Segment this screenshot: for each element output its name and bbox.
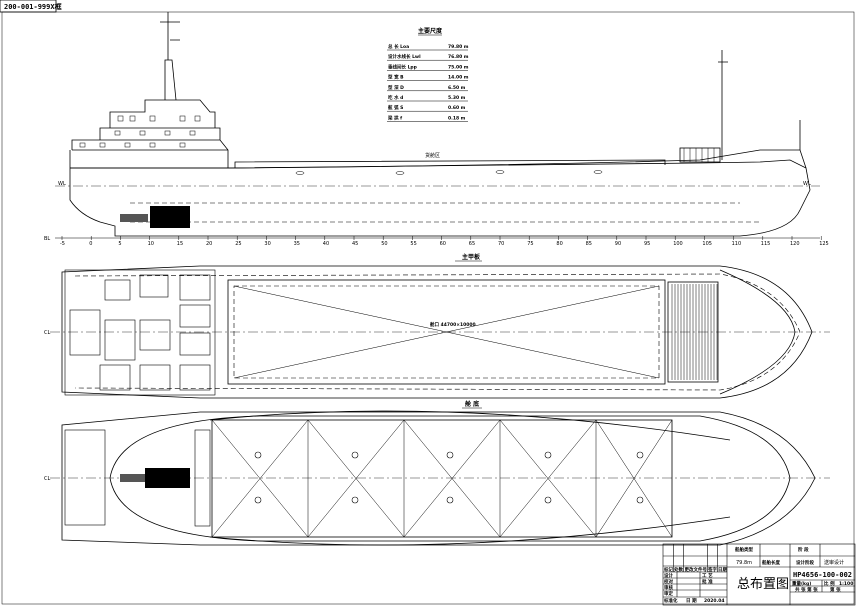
date-label: 日 期 (686, 597, 697, 604)
frame-number: 0 (89, 241, 92, 247)
particular-value: 0.60 m (448, 105, 466, 111)
main-deck-title: 主甲板 (462, 253, 481, 261)
main-engine (150, 206, 190, 228)
frame-number: 95 (644, 241, 650, 247)
row-approval: 审定 (664, 590, 673, 597)
hull-profile (69, 150, 811, 237)
particular-name: 总 长 Loa (388, 43, 409, 50)
frame-scale: -5 0 5 10 15 20 25 30 35 40 45 50 55 60 65 70 75 80 85 90 95… (60, 236, 829, 247)
frame-number: 50 (381, 241, 387, 247)
title-block (662, 543, 856, 606)
date-value: 2020.04 (704, 598, 725, 604)
weight-label: 重量(kg) (792, 580, 811, 587)
main-deck-plan: 主甲板 CL 舱口 44700×10000 (44, 253, 830, 399)
frame-number: 25 (235, 241, 241, 247)
particular-name: 型 深 D (388, 84, 404, 91)
drawing-title: 总布置图 (737, 577, 789, 592)
frame-number: 10 (148, 241, 154, 247)
frame-number: 45 (352, 241, 358, 247)
particular-name: 梁 拱 f (387, 114, 402, 121)
frame-number: 115 (761, 241, 771, 247)
particular-value: 14.00 m (448, 75, 469, 81)
particular-value: 5.30 m (448, 95, 466, 101)
sheet-number: 第 张 (830, 586, 841, 593)
sheet-label-box (0, 0, 57, 13)
row-standard: 标准化 (663, 597, 678, 604)
particular-value: 6.50 m (448, 85, 466, 91)
cl-label-deck: CL (44, 330, 50, 336)
frame-number: 90 (615, 241, 621, 247)
stage-label: 阶 段 (798, 546, 809, 553)
col-signature: 签字 (707, 566, 717, 573)
frame-number: 70 (498, 241, 504, 247)
principal-particulars-table: 主要尺度 总 长 Loa 79.80 m 设计水线长 Lwl 76.80 m 垂线间长 … (387, 27, 469, 122)
sheet-border (1, 11, 855, 605)
design-stage-label: 设计阶段 (796, 559, 814, 566)
hatch-label-deck: 舱口 44700×10000 (430, 321, 476, 328)
col-mark: 标记 (663, 566, 673, 573)
particular-name: 垂线间长 Lpp (388, 63, 418, 70)
frame-number: 60 (440, 241, 446, 247)
col-count: 处数 (673, 566, 683, 573)
wl-label: WL (58, 181, 66, 187)
frame-number: 20 (206, 241, 212, 247)
frame-number: 30 (264, 241, 270, 247)
frame-number: 5 (118, 241, 121, 247)
frame-number: 120 (790, 241, 800, 247)
frame-number: 55 (410, 241, 416, 247)
row-check: 校对 (664, 578, 673, 585)
frame-number: 15 (177, 241, 183, 247)
frame-number: 75 (527, 241, 533, 247)
superstructure-profile (71, 99, 229, 168)
frame-number: -5 (60, 241, 65, 247)
ship-length: 79.8m (736, 560, 752, 566)
ship-type-label: 船舶类型 (735, 546, 753, 553)
cargo-hatch (227, 279, 666, 385)
col-date: 日期 (718, 566, 727, 573)
particulars-title: 主要尺度 (418, 27, 443, 35)
approve-label: 批 准 (702, 578, 713, 585)
particular-value: 76.80 m (448, 54, 469, 60)
row-review: 审核 (664, 584, 673, 591)
title-block-text: 船舶类型 79.8m 船舶长度 阶 段 设计阶段 送审设计 总布置图 HP465… (663, 546, 853, 604)
bl-label: BL (44, 236, 50, 242)
frame-number: 65 (469, 241, 475, 247)
particular-value: 0.18 m (448, 115, 466, 121)
particular-name: 设计水线长 Lwl (388, 53, 421, 60)
frame-number: 110 (732, 241, 742, 247)
sheet-count: 共 张 第 张 (795, 586, 818, 593)
particular-name: 吃 水 d (388, 94, 403, 101)
sheet-label: 200-001-999X框 (4, 2, 62, 11)
particular-value: 75.00 m (448, 64, 469, 70)
profile-view: WL WL BL 货舱区 -5 0 5 10 15 20 25 30 35 40 45 50 55 60 6… (44, 12, 829, 247)
particular-name: 舷 弧 S (388, 104, 403, 111)
frame-number: 85 (586, 241, 592, 247)
drawing-number: HP4656-100-002 (793, 571, 852, 579)
hatch-label-profile: 货舱区 (425, 152, 440, 159)
ship-length-label: 船舶长度 (762, 559, 780, 566)
hold-bottom-plan: 舱 底 CL (44, 400, 830, 546)
frame-number: 105 (702, 241, 712, 247)
scale-label: 比 例 (824, 580, 835, 587)
wl-label-fwd: WL (803, 181, 811, 187)
cl-label-bottom: CL (44, 476, 50, 482)
process-label: 工 艺 (702, 572, 713, 579)
accommodation-plan (64, 269, 216, 396)
row-design: 设计 (664, 572, 673, 579)
frame-number: 125 (819, 241, 829, 247)
hold-bottom-title: 舱 底 (465, 400, 479, 408)
frame-number: 40 (323, 241, 329, 247)
frame-number: 35 (294, 241, 300, 247)
stage-value: 送审设计 (824, 559, 844, 566)
frame-number: 80 (556, 241, 562, 247)
col-change-doc: 更改文件号 (685, 566, 708, 573)
particular-name: 型 宽 B (388, 74, 404, 81)
scale-value: 1:100 (839, 581, 853, 587)
particular-value: 79.80 m (448, 44, 469, 50)
frame-number: 100 (673, 241, 683, 247)
